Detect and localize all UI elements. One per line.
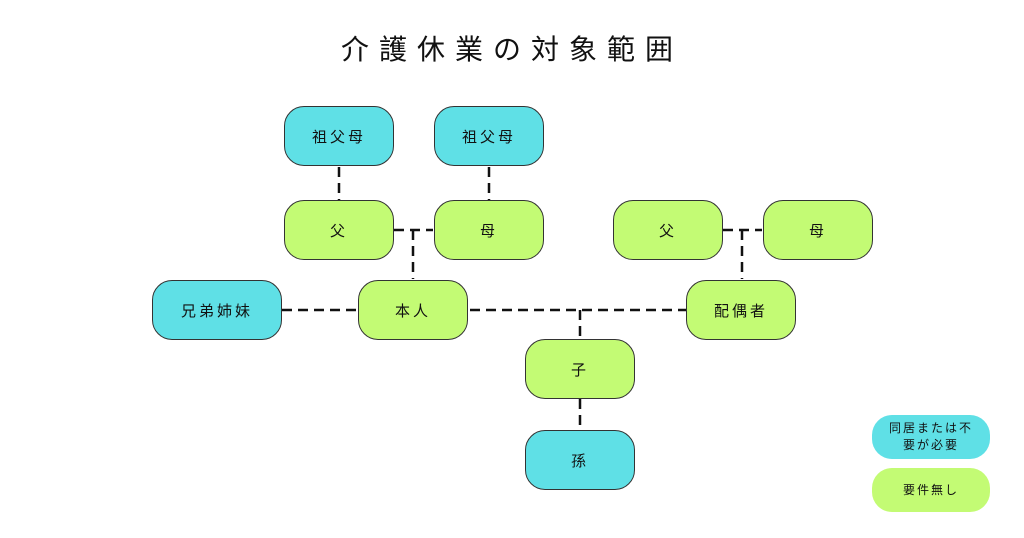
node-father: 父 <box>284 200 394 260</box>
node-siblings: 兄弟姉妹 <box>152 280 282 340</box>
node-grandchild: 孫 <box>525 430 635 490</box>
node-spouse-mother: 母 <box>763 200 873 260</box>
legend-not-required: 要件無し <box>872 468 990 512</box>
page-title: 介護休業の対象範囲 <box>340 33 683 66</box>
node-self: 本人 <box>358 280 468 340</box>
node-grandparent-right: 祖父母 <box>434 106 544 166</box>
node-spouse-father: 父 <box>613 200 723 260</box>
node-spouse: 配偶者 <box>686 280 796 340</box>
node-child: 子 <box>525 339 635 399</box>
legend-required: 同居または不要が必要 <box>872 415 990 459</box>
node-mother: 母 <box>434 200 544 260</box>
node-grandparent-left: 祖父母 <box>284 106 394 166</box>
